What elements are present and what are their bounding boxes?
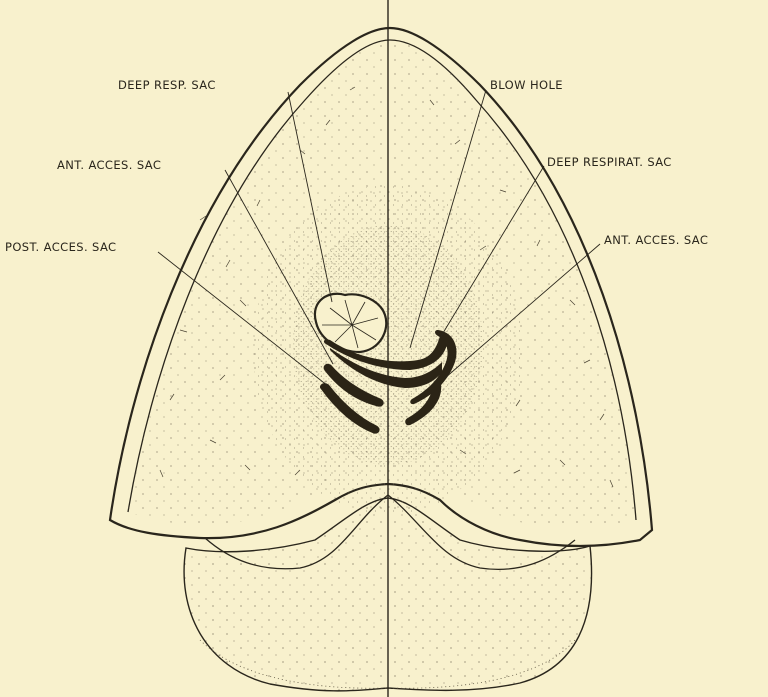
label-deep-resp-sac: DEEP RESP. SAC [118,78,216,92]
label-blow-hole: BLOW HOLE [490,78,563,92]
label-deep-respirat-sac: DEEP RESPIRAT. SAC [547,155,672,169]
label-post-acces-sac: POST. ACCES. SAC [5,240,116,254]
label-ant-acces-sac-right: ANT. ACCES. SAC [604,233,708,247]
label-ant-acces-sac-left: ANT. ACCES. SAC [57,158,161,172]
